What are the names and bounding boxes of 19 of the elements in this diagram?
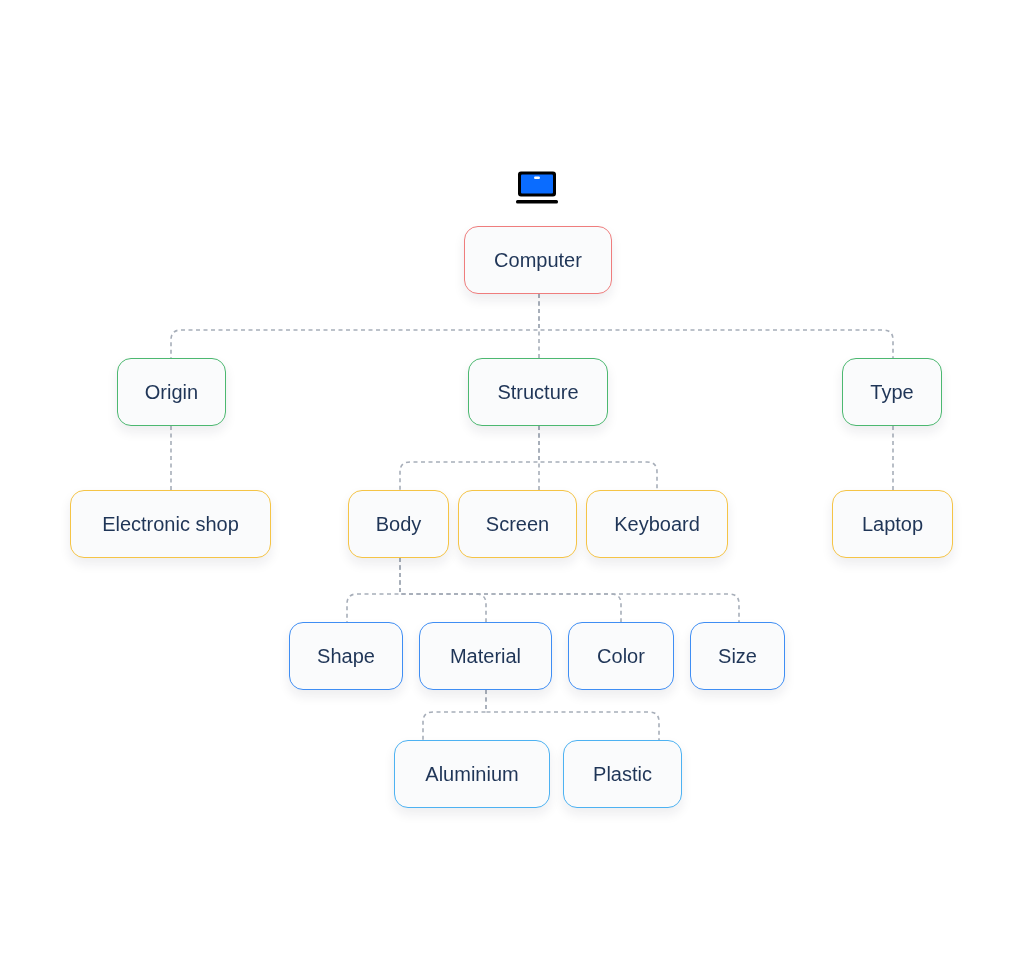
category-box: Screen — [458, 490, 577, 558]
category-box: Computer — [464, 226, 612, 294]
category-box: Origin — [117, 358, 226, 426]
category-box: Electronic shop — [70, 490, 271, 558]
category-box: Keyboard — [586, 490, 728, 558]
category-box: Laptop — [832, 490, 953, 558]
connector-line — [485, 689, 660, 741]
category-box: Plastic — [563, 740, 682, 808]
category-box: Size — [690, 622, 785, 690]
category-box: Body — [348, 490, 449, 558]
category-box: Color — [568, 622, 674, 690]
category-box: Structure — [468, 358, 608, 426]
connector-line — [538, 425, 658, 491]
connector-line — [892, 425, 894, 491]
category-box: Type — [842, 358, 942, 426]
connector-line — [170, 425, 172, 491]
category-box: Shape — [289, 622, 403, 690]
category-box: Material — [419, 622, 552, 690]
category-box: Aluminium — [394, 740, 550, 808]
